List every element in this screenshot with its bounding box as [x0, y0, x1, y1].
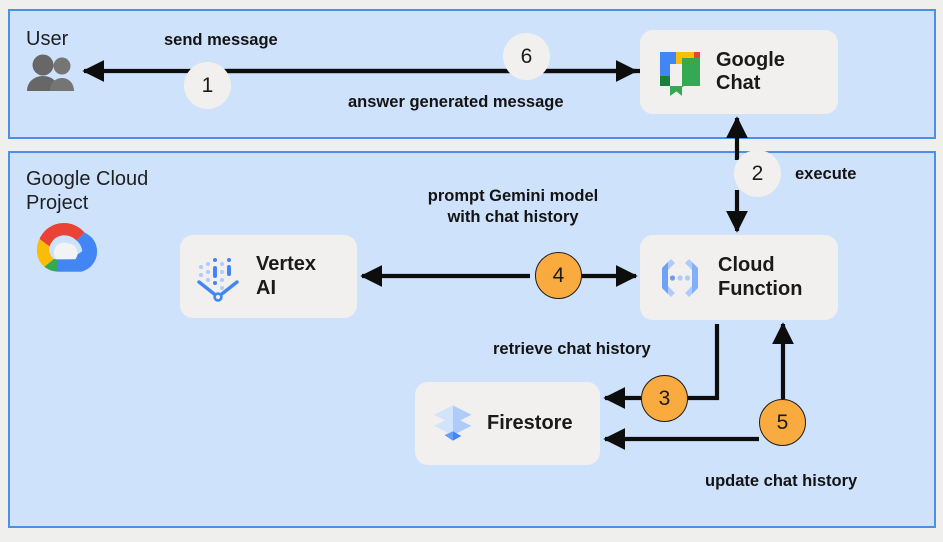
step-badge-1[interactable]: 1: [184, 62, 231, 109]
card-firestore-label: Firestore: [487, 411, 573, 434]
label-execute: execute: [795, 165, 857, 183]
cloud-function-icon: [652, 250, 708, 306]
card-google-chat-label: Google Chat: [716, 48, 785, 94]
card-cloud-function[interactable]: Cloud Function: [640, 235, 838, 320]
firestore-icon: [429, 398, 477, 450]
step-badge-4[interactable]: 4: [535, 252, 582, 299]
step-badge-3[interactable]: 3: [641, 375, 688, 422]
google-chat-icon: [654, 46, 706, 98]
card-google-chat[interactable]: Google Chat: [640, 30, 838, 114]
label-retrieve-chat-history: retrieve chat history: [493, 340, 651, 358]
google-cloud-logo-icon: [35, 222, 103, 274]
card-vertex-ai-label: Vertex AI: [256, 253, 317, 299]
label-update-chat-history: update chat history: [705, 472, 858, 490]
card-cloud-function-label: Cloud Function: [718, 254, 803, 300]
card-vertex-ai[interactable]: Vertex AI: [180, 235, 357, 318]
label-send-message: send message: [164, 31, 278, 49]
vertex-ai-icon: [190, 249, 246, 305]
label-answer-generated-message: answer generated message: [348, 93, 564, 111]
label-prompt-gemini-model: prompt Gemini model with chat history: [427, 187, 599, 226]
user-people-icon: [25, 53, 77, 93]
step-badge-6[interactable]: 6: [503, 33, 550, 80]
panel-user-label: User: [26, 28, 69, 50]
panel-gcp-label: Google Cloud Project: [26, 168, 149, 214]
step-badge-5[interactable]: 5: [759, 399, 806, 446]
step-badge-2[interactable]: 2: [734, 150, 781, 197]
card-firestore[interactable]: Firestore: [415, 382, 600, 465]
